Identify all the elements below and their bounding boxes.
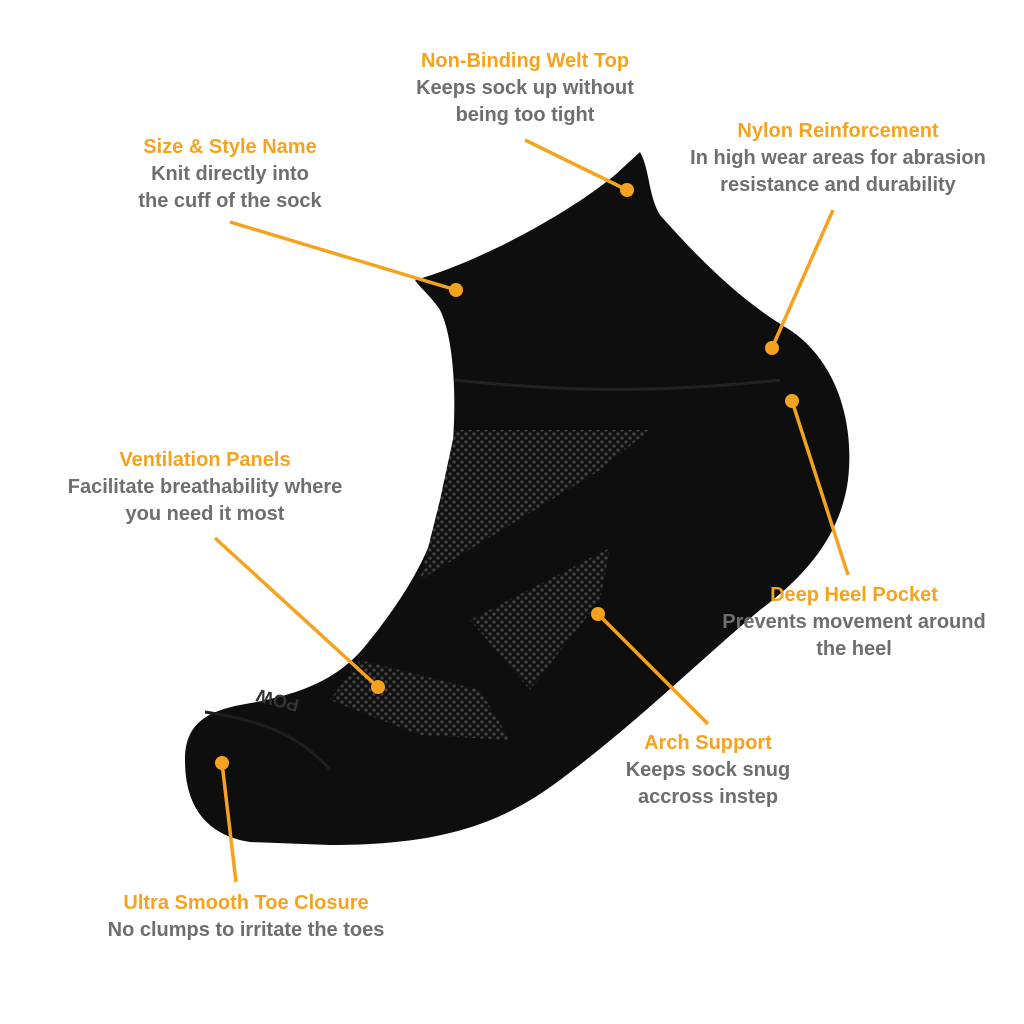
leader-ventilation (213, 536, 380, 689)
callout-title: Non-Binding Welt Top (420, 50, 630, 72)
callout-desc: accross instep (637, 786, 779, 808)
callout-title: Arch Support (644, 732, 772, 754)
leader-arch (596, 612, 710, 726)
marker-dot-size-style (449, 283, 463, 297)
cuff-rib (454, 378, 781, 391)
callout-desc: Keeps sock snug (625, 759, 791, 781)
callout-toe: Ultra Smooth Toe Closure No clumps to ir… (108, 890, 385, 944)
marker-dot-toe (215, 756, 229, 770)
callout-title: Ultra Smooth Toe Closure (123, 892, 369, 914)
leader-size-style (229, 220, 457, 292)
callout-title: Nylon Reinforcement (737, 120, 939, 142)
callout-desc: resistance and durability (720, 174, 956, 196)
marker-dot-arch (591, 607, 605, 621)
marker-dot-ventilation (371, 680, 385, 694)
ventilation-panel-middle (470, 548, 610, 690)
callout-welt-top: Non-Binding Welt Top Keeps sock up witho… (416, 48, 634, 129)
callout-desc: Facilitate breathability where (67, 476, 343, 498)
leader-toe (220, 762, 238, 883)
callout-title: Size & Style Name (143, 136, 317, 158)
callout-desc: In high wear areas for abrasion (690, 147, 986, 169)
callout-desc: Keeps sock up without (416, 77, 634, 99)
marker-dot-welt-top (620, 183, 634, 197)
ventilation-panel-lower (330, 660, 510, 740)
callout-size-style: Size & Style Name Knit directly into the… (138, 134, 321, 215)
callout-desc: the cuff of the sock (138, 190, 322, 212)
callout-desc: being too tight (455, 104, 595, 126)
welt-seam (204, 710, 332, 771)
callout-arch: Arch Support Keeps sock snug accross ins… (626, 730, 791, 811)
leader-lines (213, 138, 850, 883)
leader-heel (790, 400, 850, 576)
callout-desc: you need it most (125, 503, 285, 525)
callout-title: Ventilation Panels (119, 449, 291, 471)
callout-desc: Knit directly into (151, 163, 309, 185)
marker-dot-nylon (765, 341, 779, 355)
callout-desc: No clumps to irritate the toes (107, 919, 385, 941)
leader-nylon (770, 209, 835, 349)
callout-nylon: Nylon Reinforcement In high wear areas f… (690, 118, 986, 199)
callout-ventilation: Ventilation Panels Facilitate breathabil… (68, 447, 343, 528)
callout-desc: the heel (816, 638, 892, 660)
leader-welt-top (524, 138, 628, 192)
callout-desc: Prevents movement around (722, 611, 986, 633)
marker-dot-heel (785, 394, 799, 408)
callout-title: Deep Heel Pocket (770, 584, 938, 606)
callout-heel: Deep Heel Pocket Prevents movement aroun… (722, 582, 985, 663)
ventilation-panel-upper (420, 430, 650, 580)
